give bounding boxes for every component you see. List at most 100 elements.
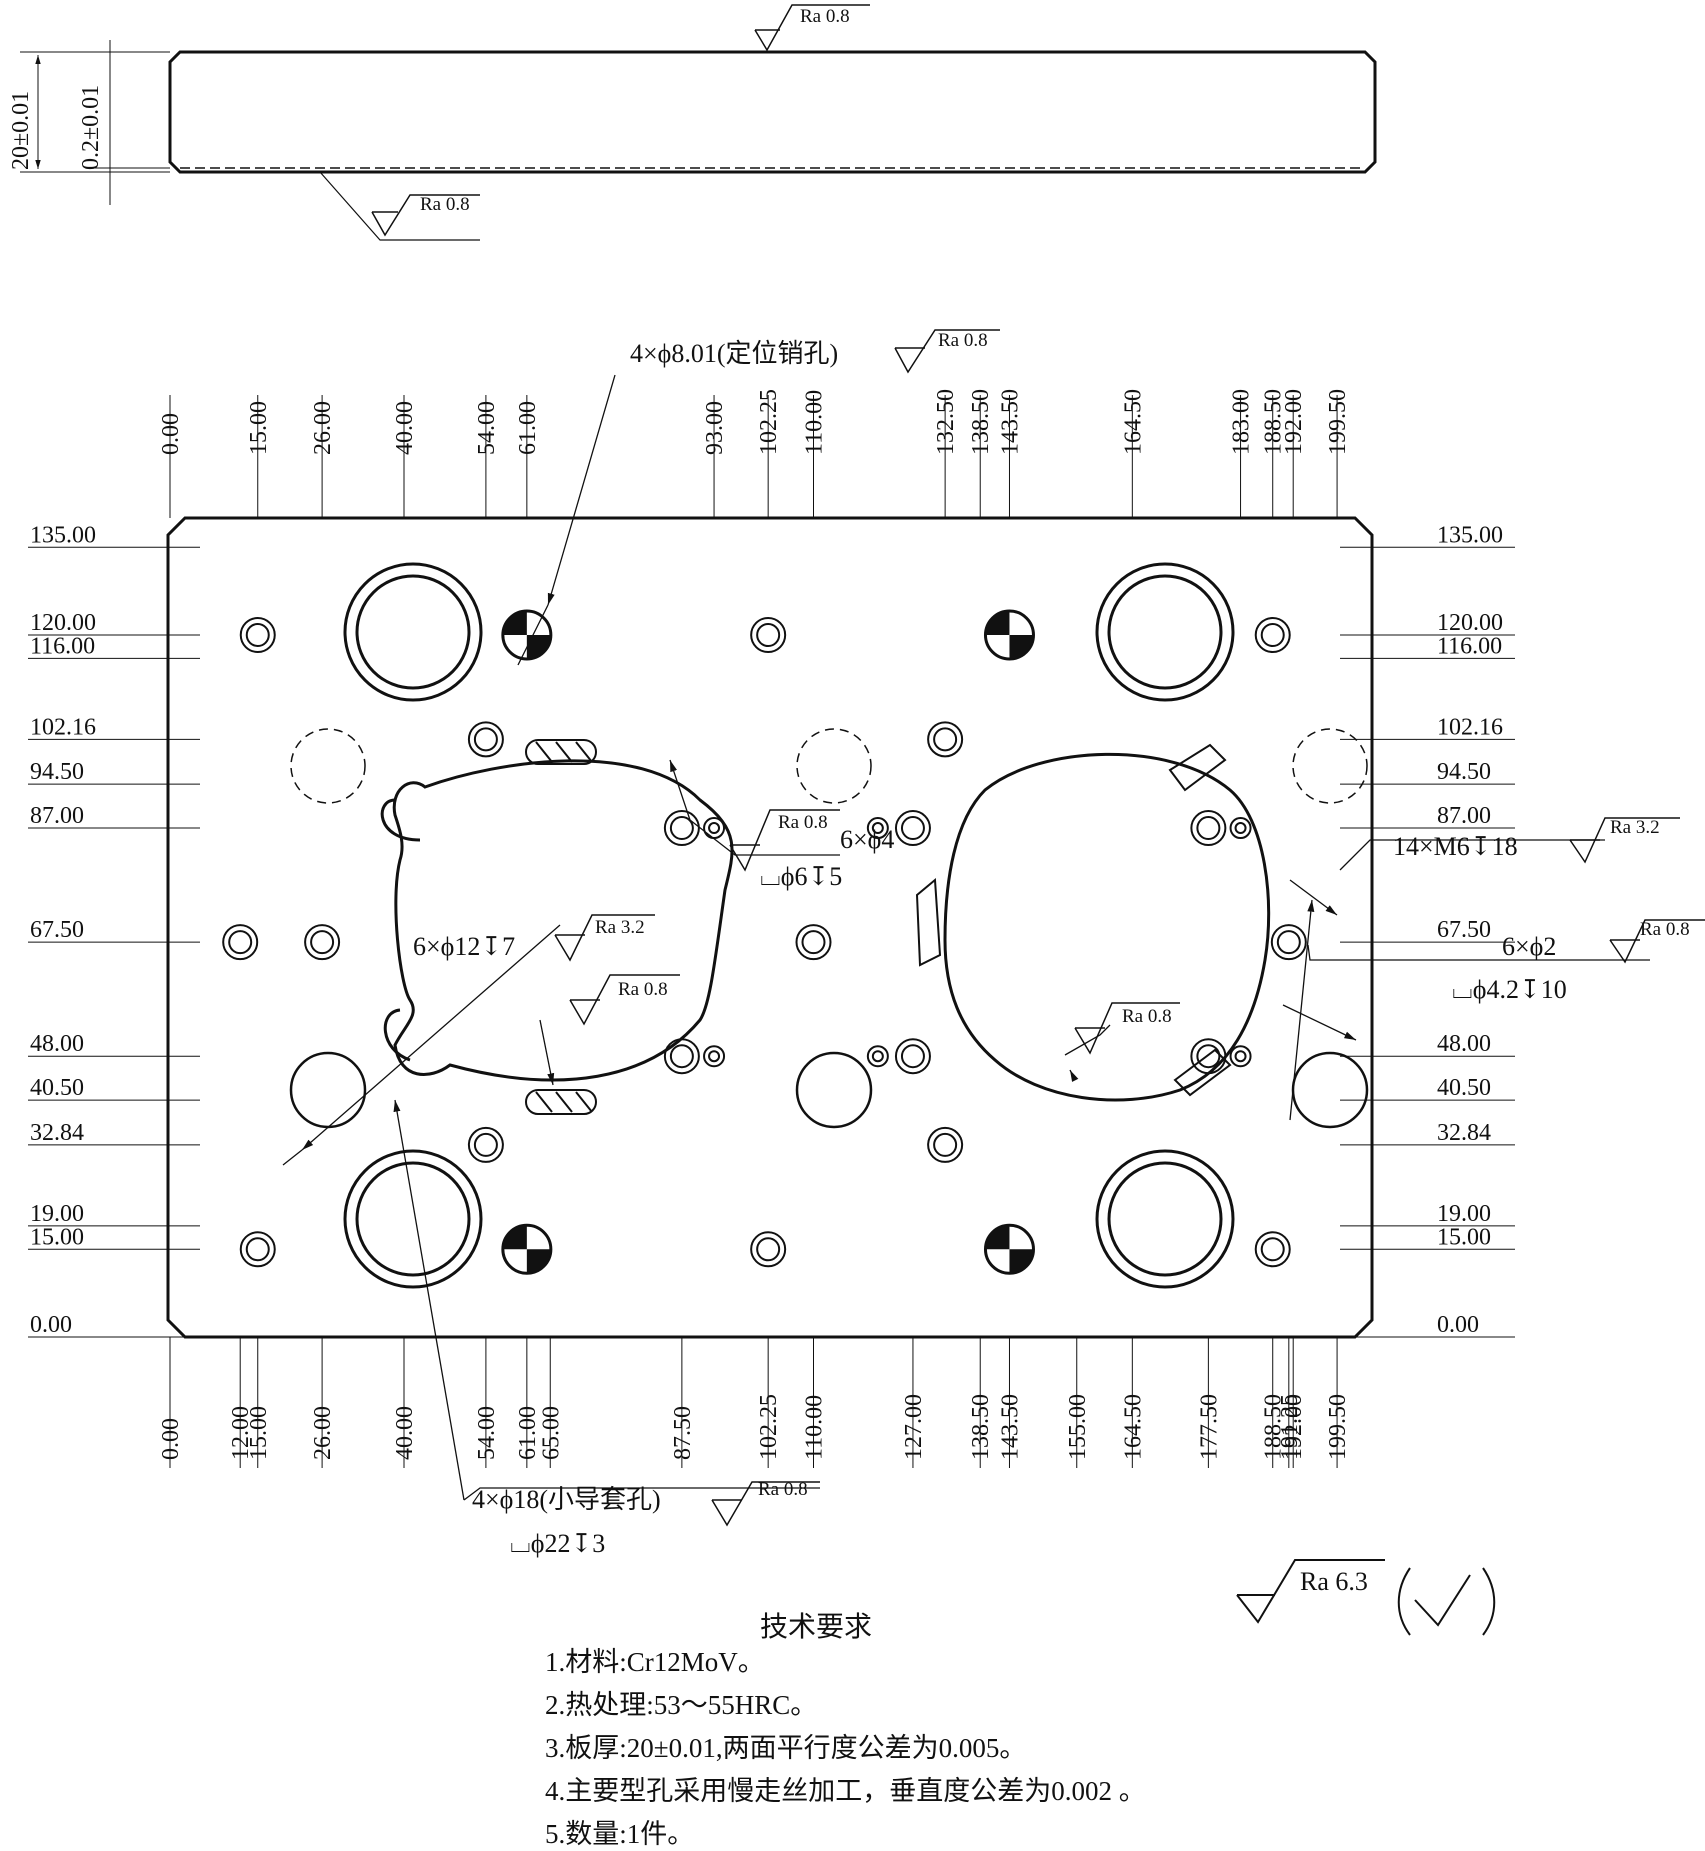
y-left-tick-label: 40.50 [30, 1075, 84, 1101]
x-top-tick-label: 143.50 [997, 389, 1023, 455]
y-left-tick-label: 15.00 [30, 1224, 84, 1250]
holes-6x2-callout: 6×ϕ2 [1502, 932, 1556, 961]
y-left-tick-label: 94.50 [30, 759, 84, 785]
x-bottom-tick-label: 110.00 [802, 1395, 828, 1460]
y-right-tick-label: 87.00 [1437, 803, 1491, 829]
screw-hole [894, 810, 931, 847]
requirements-title: 技术要求 [760, 1612, 873, 1643]
requirement-item: 5.数量:1件。 [545, 1819, 695, 1849]
screw-hole [1190, 810, 1227, 847]
x-bottom-tick-label: 12.00 [228, 1406, 254, 1460]
screw-hole [1254, 617, 1291, 653]
x-top-tick-label: 188.50 [1261, 389, 1287, 455]
y-right-tick-label: 19.00 [1437, 1201, 1491, 1227]
x-top-tick-label: 199.50 [1325, 389, 1351, 455]
general-finish: Ra 6.3 [1300, 1567, 1368, 1596]
guide-counterbore: ⌴ϕ22↧3 [510, 1529, 605, 1558]
x-bottom-tick-label: 199.50 [1325, 1394, 1351, 1460]
y-right-tick-label: 116.00 [1437, 633, 1502, 659]
y-left-tick-label: 87.00 [30, 803, 84, 829]
x-top-tick-label: 102.25 [756, 389, 782, 455]
y-left-tick-label: 32.84 [30, 1120, 84, 1146]
y-right-tick-label: 15.00 [1437, 1224, 1491, 1250]
guide-finish: Ra 0.8 [758, 1479, 808, 1500]
holes-6x4-callout: 6×ϕ4 [840, 825, 894, 854]
screw-holes [222, 617, 1307, 1268]
x-top-tick-label: 183.00 [1229, 389, 1255, 455]
dowel-pin-holes [501, 609, 1035, 1275]
x-bottom-tick-label: 54.00 [474, 1406, 500, 1460]
x-bottom-tick-label: 61.00 [515, 1406, 541, 1460]
x-bottom-tick-label: 0.00 [158, 1418, 184, 1460]
y-right-tick-label: 67.50 [1437, 917, 1491, 943]
holes-6x4-counterbore: ⌴ϕ6↧5 [760, 862, 842, 891]
requirement-item: 1.材料:Cr12MoV。 [545, 1647, 765, 1677]
screw-hole [467, 721, 504, 758]
x-bottom-tick-label: 143.50 [997, 1394, 1023, 1460]
y-left-tick-label: 0.00 [30, 1312, 72, 1338]
screw-hole [795, 924, 832, 961]
x-bottom-tick-label: 155.00 [1065, 1394, 1091, 1460]
x-bottom-tick-label: 191.25 [1277, 1394, 1303, 1460]
x-top-tick-label: 40.00 [392, 401, 418, 455]
y-right-tick-label: 32.84 [1437, 1120, 1491, 1146]
x-bottom-tick-label: 138.50 [968, 1394, 994, 1460]
x-bottom-tick-label: 40.00 [392, 1406, 418, 1460]
screw-hole [304, 924, 341, 961]
x-bottom-tick-label: 192.00 [1281, 1394, 1307, 1460]
screw-hole [927, 721, 964, 758]
x-top-tick-label: 26.00 [310, 401, 336, 455]
requirement-item: 3.板厚:20±0.01,两面平行度公差为0.005。 [545, 1733, 1027, 1763]
screw-hole [927, 1126, 964, 1163]
y-dimension-lines [28, 546, 1515, 1338]
holes-6x12-finish: Ra 3.2 [595, 917, 645, 938]
y-left-dimension-labels: 135.00120.00116.00102.1694.5087.0067.504… [30, 522, 96, 1338]
x-bottom-tick-label: 164.50 [1120, 1394, 1146, 1460]
x-bottom-tick-label: 87.50 [670, 1406, 696, 1460]
x-bottom-tick-label: 65.00 [538, 1406, 564, 1460]
screw-hole [239, 617, 276, 653]
y-left-tick-label: 135.00 [30, 522, 96, 548]
side-bottom-finish-label: Ra 0.8 [420, 194, 470, 215]
side-thickness-label: 20±0.01 [8, 91, 34, 170]
guide-bushing-holes [343, 562, 1235, 1289]
x-bottom-tick-label: 177.50 [1196, 1394, 1222, 1460]
screw-hole [750, 1231, 787, 1268]
dowel-finish: Ra 0.8 [938, 330, 988, 351]
y-left-tick-label: 120.00 [30, 610, 96, 636]
requirement-item: 2.热处理:53～55HRC。 [545, 1690, 818, 1720]
y-right-dimension-labels: 135.00120.00116.00102.1694.5087.0067.504… [1437, 522, 1503, 1338]
pin-hole-small [1229, 1045, 1252, 1068]
x-bottom-tick-label: 102.25 [756, 1394, 782, 1460]
x-top-tick-label: 54.00 [474, 401, 500, 455]
reference-circles-dashed [290, 728, 1368, 804]
pin-hole-small [866, 1045, 889, 1068]
x-top-tick-label: 164.50 [1120, 389, 1146, 455]
screw-hole [467, 1126, 504, 1163]
x-top-tick-label: 0.00 [158, 413, 184, 455]
y-right-tick-label: 102.16 [1437, 714, 1503, 740]
pin-hole-small [866, 817, 889, 840]
y-right-tick-label: 94.50 [1437, 759, 1491, 785]
m6-finish: Ra 3.2 [1610, 817, 1660, 838]
x-top-tick-label: 15.00 [246, 401, 272, 455]
x-top-tick-label: 132.50 [933, 389, 959, 455]
right-die-cavity [943, 752, 1271, 1102]
side-chamfer-label: 0.2±0.01 [78, 85, 104, 170]
x-top-tick-label: 93.00 [702, 401, 728, 455]
pin-hole-small [703, 1045, 726, 1068]
dowel-hole [501, 609, 553, 661]
screw-hole [663, 810, 700, 847]
dowel-callout: 4×ϕ8.01(定位销孔) [630, 339, 838, 368]
x-bottom-tick-label: 26.00 [310, 1406, 336, 1460]
guide-callout: 4×ϕ18(小导套孔) [472, 1485, 661, 1514]
holes-6x2-finish: Ra 0.8 [1640, 919, 1690, 940]
screw-hole [894, 1038, 931, 1075]
y-left-tick-label: 67.50 [30, 917, 84, 943]
x-dimension-lines [169, 395, 1338, 1468]
x-top-tick-label: 138.50 [968, 389, 994, 455]
x-bottom-tick-label: 188.50 [1261, 1394, 1287, 1460]
